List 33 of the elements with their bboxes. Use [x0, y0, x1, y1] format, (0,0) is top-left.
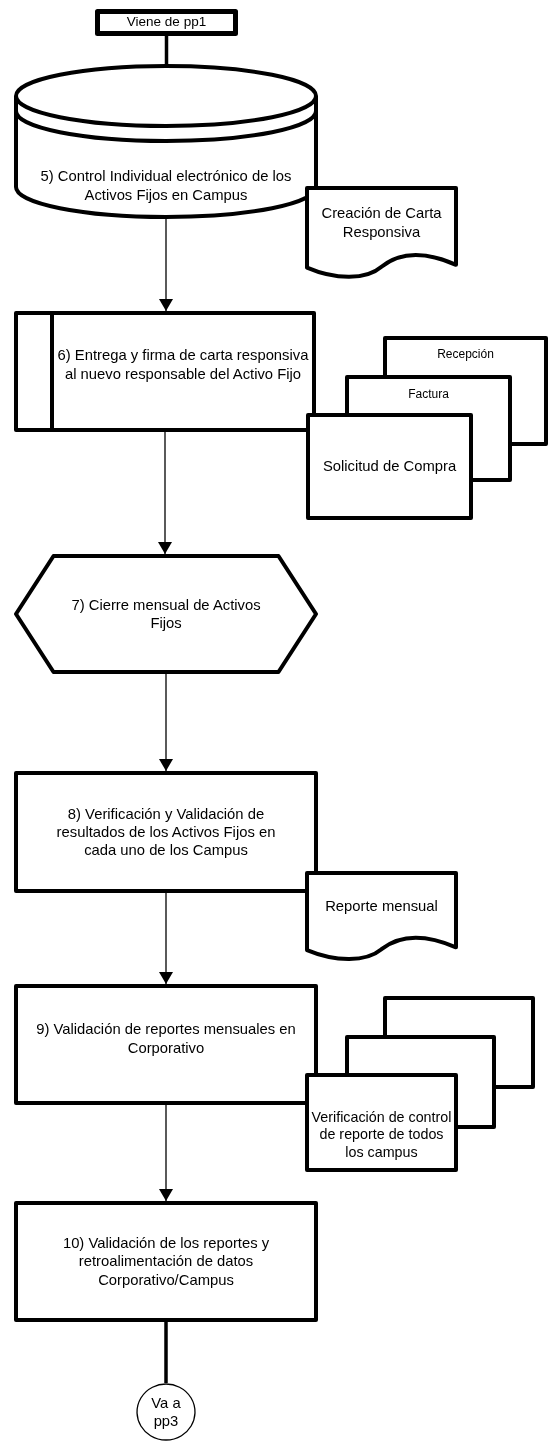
node-text: Recepción — [437, 346, 494, 362]
arrow — [159, 673, 173, 772]
node-text: Reporte mensual — [325, 896, 438, 915]
node-text: Verificación de control de reporte de todos los campus — [311, 1108, 452, 1162]
node-text: 7) Cierre mensual de Activos Fijos — [70, 595, 262, 633]
node-text: Creación de Carta Responsiva — [320, 204, 443, 241]
node-text: 8) Verificación y Validación de resultados de los Activos Fijos en cada uno de los Campus — [55, 804, 277, 860]
node-text: 9) Validación de reportes mensuales en Corporativo — [35, 1020, 297, 1057]
document-shape — [306, 413, 473, 520]
process-box — [14, 771, 318, 893]
process-box — [14, 1201, 318, 1322]
arrow — [159, 218, 173, 312]
process-box — [14, 984, 318, 1105]
document-shape — [305, 871, 458, 963]
node-text: 6) Entrega y firma de carta responsiva al nuevo responsable del Activo Fijo — [56, 346, 310, 383]
connector-box — [95, 9, 238, 36]
connector-line — [164, 1322, 168, 1383]
off-page-connector-circle — [136, 1383, 196, 1441]
arrow — [159, 1104, 173, 1202]
document-shape — [305, 186, 458, 281]
node-text: 5) Control Individual electrónico de los Activos Fijos en Campus — [39, 167, 293, 204]
arrow — [159, 892, 173, 985]
connector-line — [164, 36, 169, 64]
node-text: Va a pp3 — [150, 1393, 182, 1431]
database-cylinder — [14, 64, 318, 219]
predefined-process-box — [14, 311, 316, 432]
node-text: Factura — [408, 387, 449, 402]
preparation-hexagon — [14, 554, 318, 674]
node-text: Viene de pp1 — [126, 14, 207, 31]
arrow — [158, 431, 172, 555]
node-text: Solicitud de Compra — [322, 457, 457, 476]
document-shape — [305, 1073, 458, 1172]
node-text: 10) Validación de los reportes y retroalimentación de datos Corporativo/Campus — [61, 1234, 271, 1289]
